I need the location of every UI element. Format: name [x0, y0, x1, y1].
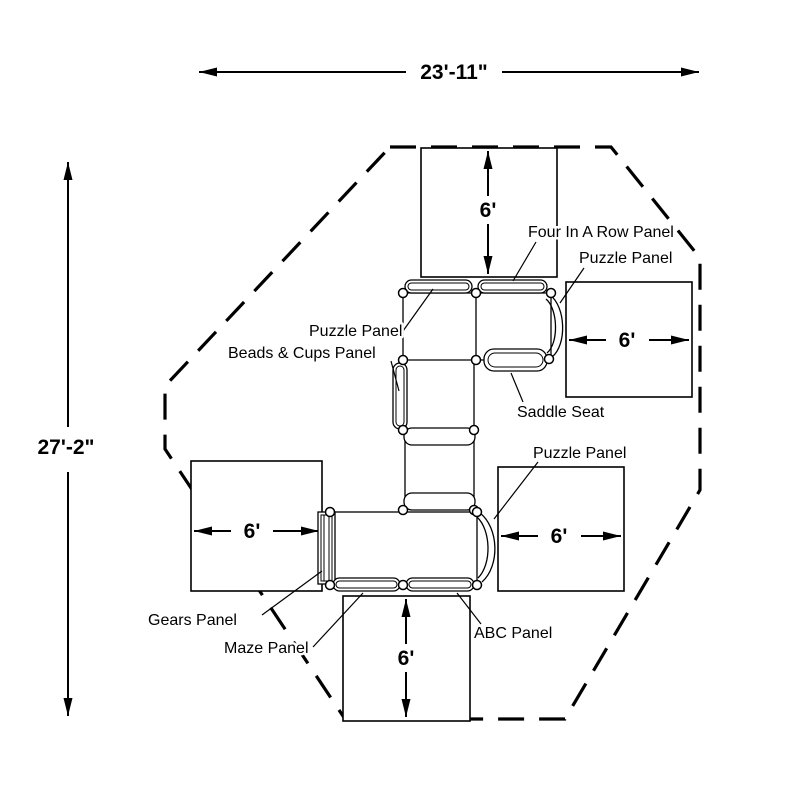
post [397, 579, 409, 591]
puzzle-mid-right-label: Puzzle Panel [533, 445, 626, 462]
post [324, 506, 336, 518]
post [397, 424, 409, 436]
post [468, 424, 480, 436]
leader-line [510, 372, 524, 403]
post [324, 579, 336, 591]
post [471, 506, 483, 518]
bridge-band-lower [403, 492, 476, 511]
saddle-seat-label: Saddle Seat [517, 404, 605, 421]
post [470, 354, 482, 366]
puzzle-panel-top-right-curve [545, 298, 557, 354]
square-size-text: 6' [619, 329, 636, 352]
post [397, 287, 409, 299]
abc-panel [405, 577, 475, 592]
dimension-overall-height: 27'-2" [35, 162, 97, 716]
panel-detail [480, 282, 545, 291]
beads-cups-panel [392, 362, 408, 430]
panel-detail [408, 580, 472, 589]
puzzle-top-right-label: Puzzle Panel [579, 250, 672, 267]
square-size-text: 6' [244, 520, 261, 543]
lower-deck [329, 511, 478, 586]
callout-puzzle-top-left: Puzzle Panel [307, 288, 434, 343]
abc-label: ABC Panel [474, 625, 552, 642]
clearance-square-left: 6' [190, 460, 323, 592]
puzzle-panel-top-right-curve [549, 294, 564, 358]
post-markers [324, 287, 557, 591]
beads-cups-label: Beads & Cups Panel [228, 345, 376, 362]
leader-line [559, 267, 585, 304]
post [543, 353, 555, 365]
gears-label: Gears Panel [148, 612, 237, 629]
square-size-text: 6' [480, 199, 497, 222]
leader-line [312, 592, 364, 648]
dimension-overall-width: 23'-11" [199, 58, 699, 87]
post [397, 354, 409, 366]
leader-line [261, 570, 323, 616]
leader-line [456, 592, 482, 625]
square-outline [190, 460, 323, 592]
callout-beads-cups: Beads & Cups Panel [226, 343, 400, 392]
square-outline [497, 466, 625, 592]
clearance-square-top: 6' [420, 147, 558, 278]
callout-maze: Maze Panel [222, 592, 364, 660]
play-structure [317, 279, 564, 592]
saddle-seat-shape [483, 348, 548, 372]
leader-line [493, 461, 539, 520]
four-in-a-row-panel [477, 279, 548, 294]
puzzle-panel-top-left [404, 279, 473, 294]
maze-panel [332, 577, 401, 592]
square-size-text: 6' [551, 525, 568, 548]
four-in-a-row-label: Four In A Row Panel [528, 224, 674, 241]
puzzle-top-left-label: Puzzle Panel [309, 323, 402, 340]
use-zone-boundary-dashed [163, 145, 702, 721]
clearance-square-bottom-right: 6' [497, 466, 625, 592]
overall-width-text: 23'-11" [420, 61, 488, 84]
puzzle-panel-mid-right-curve [476, 516, 489, 579]
overall-height-text: 27'-2" [38, 436, 95, 459]
callout-puzzle-top-right: Puzzle Panel [559, 248, 675, 304]
leader-line [512, 241, 537, 282]
post [471, 579, 483, 591]
clearance-square-bottom: 6' [342, 595, 471, 722]
leader-line [390, 360, 400, 392]
square-size-text: 6' [398, 647, 415, 670]
post [470, 287, 482, 299]
post [545, 287, 557, 299]
panel-detail [407, 282, 470, 291]
maze-label: Maze Panel [224, 640, 309, 657]
saddle-seat-detail [487, 352, 544, 368]
callout-saddle-seat: Saddle Seat [510, 372, 607, 424]
bridge-band-upper [403, 427, 476, 446]
puzzle-panel-mid-right-curve [479, 512, 496, 583]
leader-line [402, 288, 434, 332]
clearance-square-right: 6' [565, 281, 693, 398]
panel-detail [335, 580, 398, 589]
callout-puzzle-mid-right: Puzzle Panel [493, 443, 629, 520]
callout-abc: ABC Panel [456, 592, 555, 645]
callout-four-in-a-row: Four In A Row Panel [512, 222, 676, 282]
post [397, 504, 409, 516]
callout-gears: Gears Panel [146, 570, 323, 632]
